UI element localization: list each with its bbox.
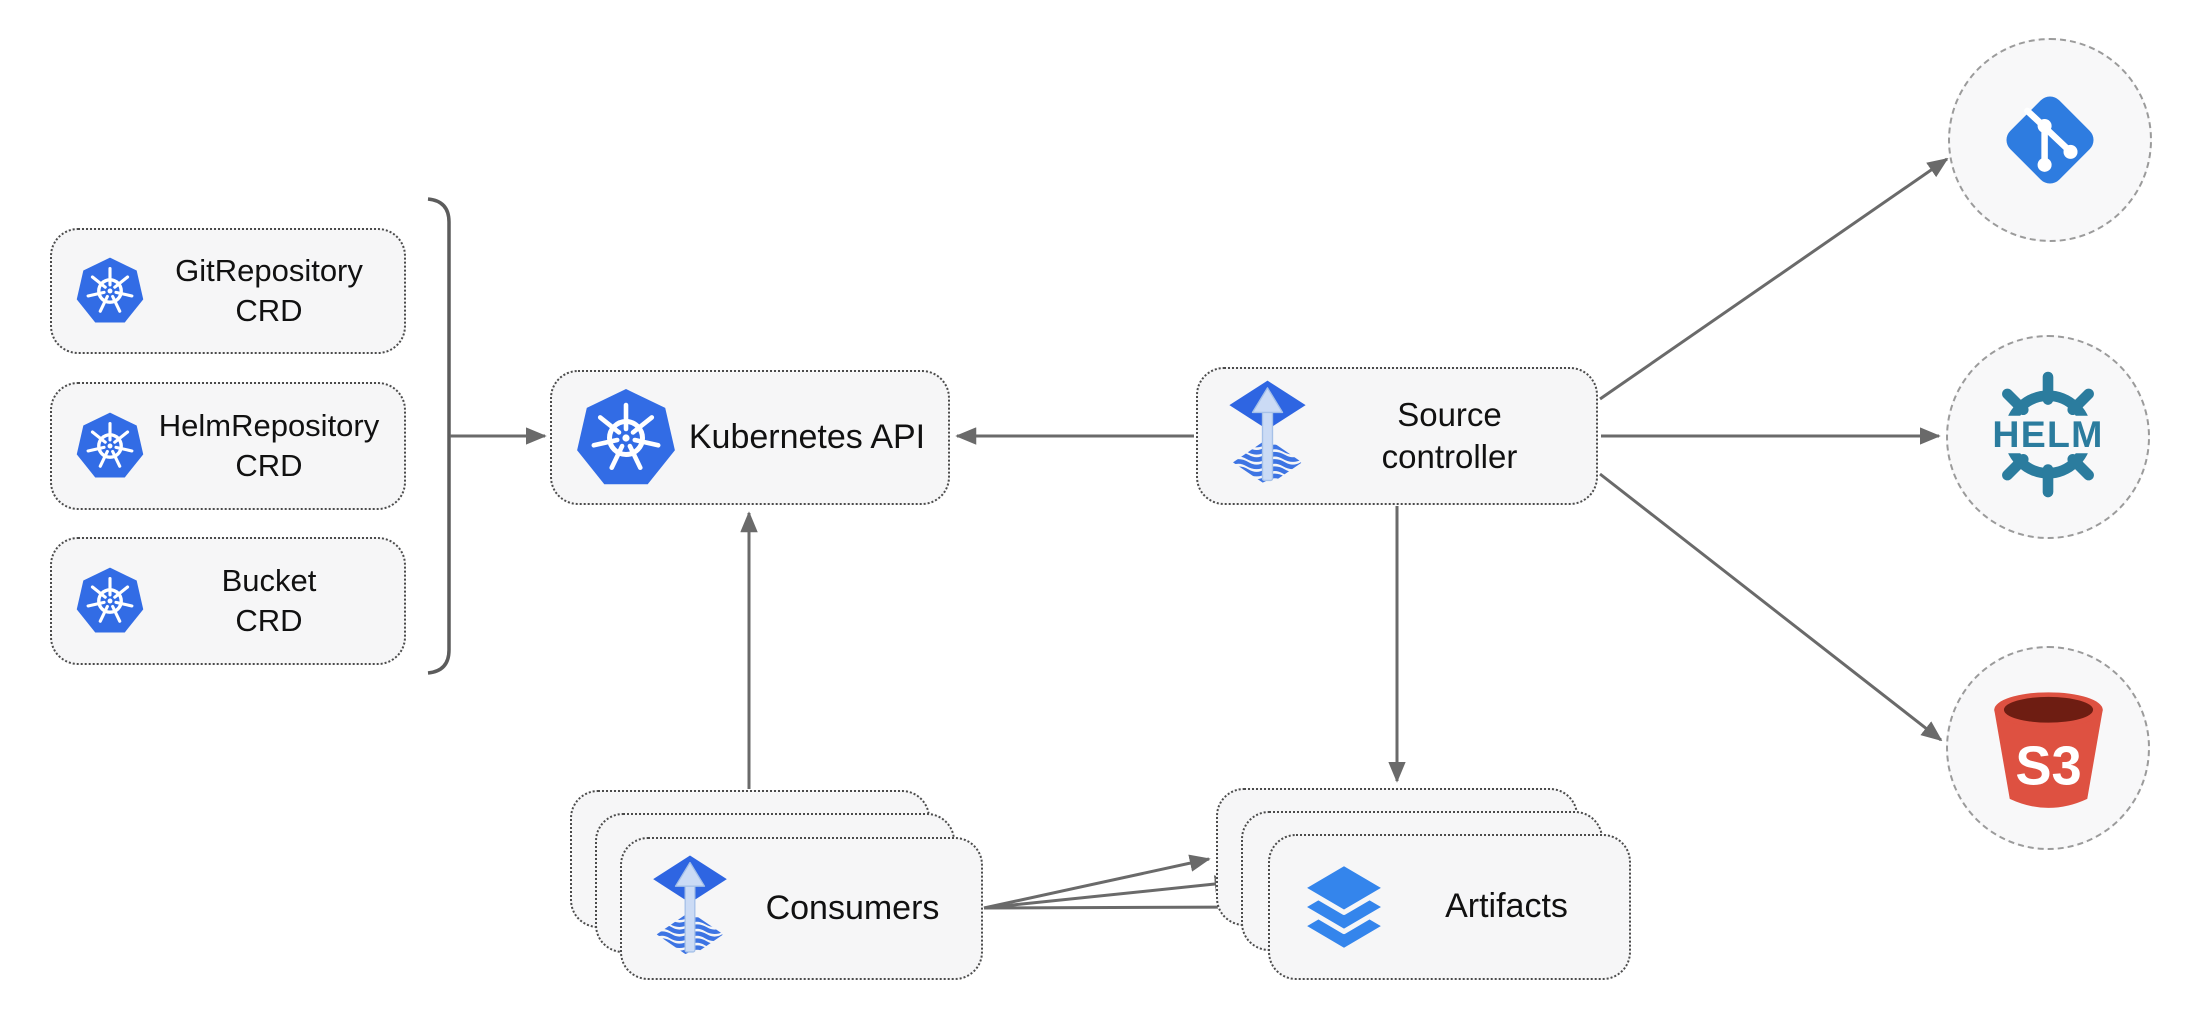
edge-source-to-s3 [1599, 472, 1943, 742]
external-source-s3: S3 [1946, 646, 2150, 850]
helm-label: HELM [1992, 413, 2103, 455]
node-kubernetes-api: Kubernetes API [550, 370, 950, 505]
label-line: Source [1397, 395, 1502, 433]
external-source-git [1948, 38, 2152, 242]
git-icon [2006, 96, 2094, 184]
bucket-crd-label: Bucket CRD [144, 561, 404, 640]
node-helmrepository-crd: HelmRepository CRD [50, 382, 406, 510]
node-bucket-crd: Bucket CRD [50, 537, 406, 665]
edge-source-to-git [1599, 157, 1949, 401]
gitrepository-crd-label: GitRepository CRD [144, 251, 404, 330]
flux-icon [646, 852, 734, 966]
external-source-helm: HELM [1946, 335, 2150, 539]
flux-icon [1222, 377, 1313, 495]
artifacts-label: Artifacts [1445, 887, 1568, 926]
kubernetes-icon [76, 257, 144, 325]
edge-consumers-to-artifacts-2 [983, 875, 1236, 910]
kubernetes-icon [76, 567, 144, 635]
s3-label: S3 [2015, 736, 2081, 796]
node-source-controller: Source controller [1196, 367, 1598, 505]
helm-icon: HELM [1975, 371, 2121, 498]
helmrepository-crd-label: HelmRepository CRD [144, 406, 404, 485]
consumers-label: Consumers [765, 888, 940, 927]
label-line: GitRepository [175, 253, 363, 289]
label-line: HelmRepository [158, 408, 380, 444]
edge-consumers-to-artifacts-3 [983, 898, 1263, 916]
s3-bucket-icon: S3 [1993, 691, 2103, 808]
layers-icon [1294, 856, 1394, 958]
kubernetes-icon [76, 412, 144, 480]
label-line: CRD [235, 293, 303, 328]
label-line: CRD [235, 603, 303, 638]
source-controller-label: Source controller [1313, 394, 1596, 478]
label-line: Bucket [221, 563, 317, 599]
node-consumers: Consumers [620, 837, 983, 980]
label-line: CRD [235, 448, 303, 483]
kubernetes-api-label: Kubernetes API [688, 417, 926, 456]
label-line: controller [1381, 438, 1518, 475]
crd-group-bracket [427, 197, 451, 675]
node-gitrepository-crd: GitRepository CRD [50, 228, 406, 354]
edge-consumers-to-artifacts-1 [983, 854, 1211, 910]
node-artifacts: Artifacts [1268, 834, 1631, 980]
kubernetes-icon [576, 388, 676, 488]
